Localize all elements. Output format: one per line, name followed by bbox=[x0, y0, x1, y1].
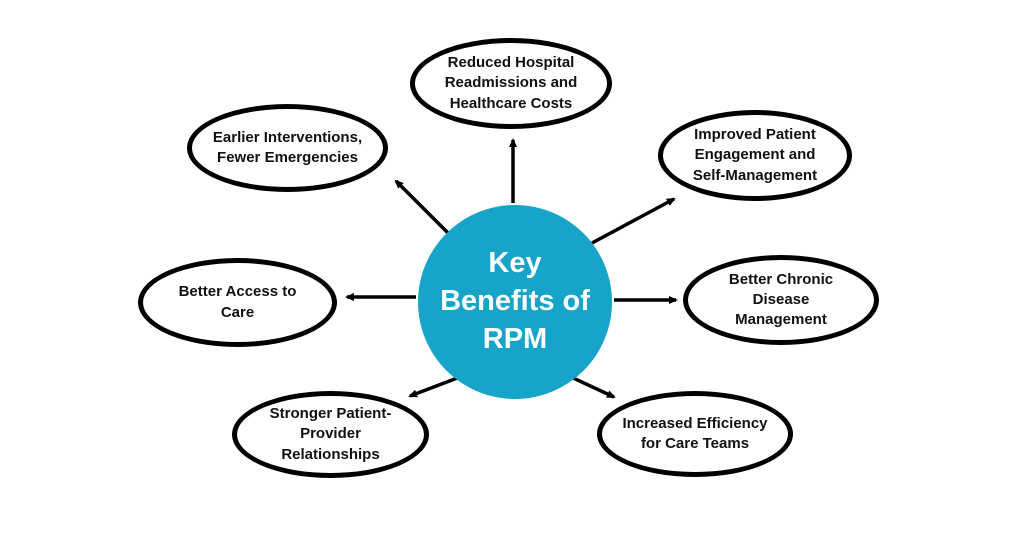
node-label: Better Chronic Disease Management bbox=[728, 270, 834, 329]
center-title: Key Benefits of RPM bbox=[440, 245, 590, 358]
center-title-line3: RPM bbox=[482, 322, 548, 355]
node-label: Improved Patient Engagement and Self-Man… bbox=[692, 126, 818, 184]
node-label: Stronger Patient-Provider Relationships bbox=[269, 405, 392, 463]
node-label: Increased Efficiency for Care Teams bbox=[622, 414, 768, 452]
arrow-to-earlier-interventions bbox=[394, 179, 450, 235]
node-label: Reduced Hospital Readmissions and Health… bbox=[444, 54, 578, 112]
arrow-to-stronger-relationships bbox=[408, 375, 461, 398]
arrow-to-improved-engagement bbox=[591, 197, 676, 245]
center-title-line1: Key bbox=[488, 247, 542, 280]
node-increased-efficiency: Increased Efficiency for Care Teams bbox=[597, 391, 793, 477]
node-reduced-readmissions: Reduced Hospital Readmissions and Health… bbox=[410, 38, 612, 129]
center-title-line2: Benefits of bbox=[440, 285, 590, 318]
node-earlier-interventions: Earlier Interventions, Fewer Emergencies bbox=[187, 104, 388, 192]
node-label: Earlier Interventions, Fewer Emergencies bbox=[212, 128, 363, 166]
node-improved-engagement: Improved Patient Engagement and Self-Man… bbox=[658, 110, 852, 201]
center-circle: Key Benefits of RPM bbox=[418, 205, 612, 399]
node-label: Better Access to Care bbox=[178, 283, 297, 321]
node-chronic-disease: Better Chronic Disease Management bbox=[683, 255, 879, 345]
arrow-to-increased-efficiency bbox=[570, 375, 616, 399]
node-stronger-relationships: Stronger Patient-Provider Relationships bbox=[232, 391, 429, 478]
node-better-access: Better Access to Care bbox=[138, 258, 337, 347]
